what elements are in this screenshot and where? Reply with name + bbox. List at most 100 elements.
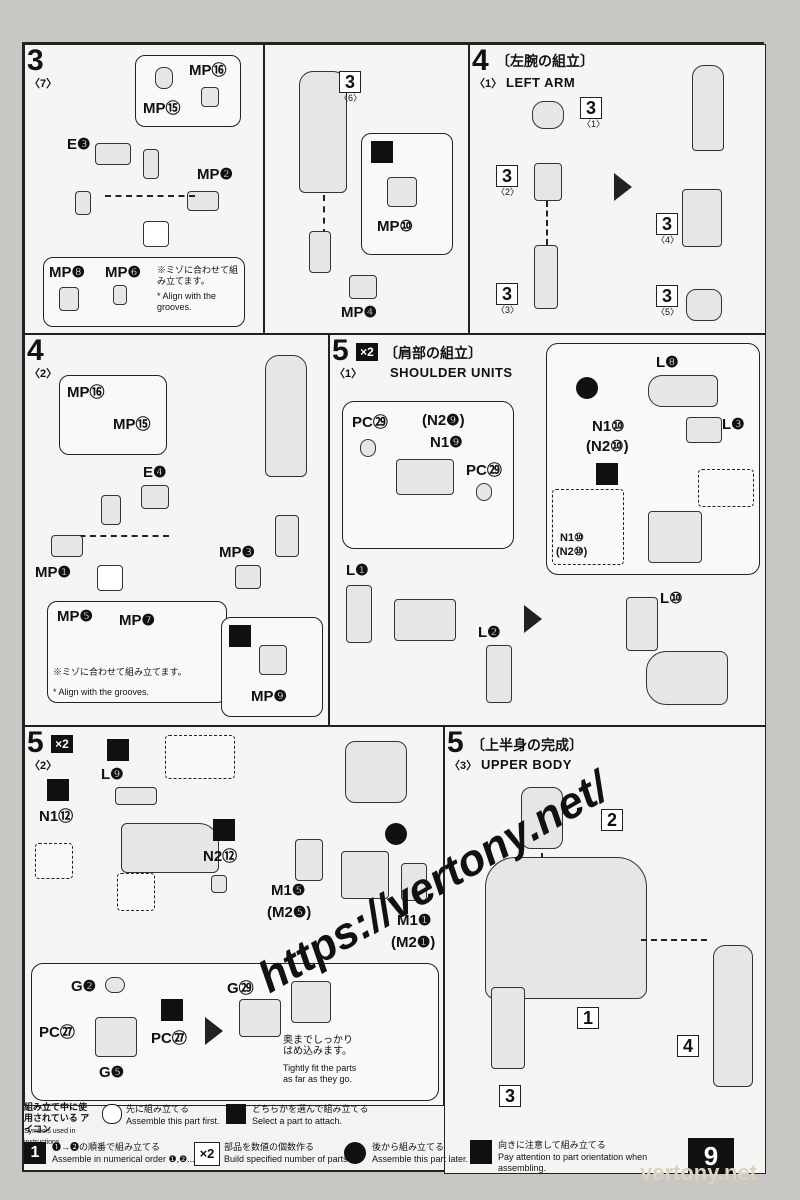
note-jp: ※ミゾに合わせて組み立てます。 [157,265,239,286]
box-3-5-sub: 〈5〉 [656,307,680,317]
select-icon [229,625,251,647]
step-title-en: UPPER BODY [481,757,572,772]
x2-badge: ×2 [51,735,73,753]
detail-inset [165,735,235,779]
label-mp6: MP❻ [105,264,141,281]
part-l2 [486,645,512,703]
part-g2 [105,977,125,993]
label-mp16: MP⑯ [189,62,227,79]
label-l10: L⑩ [660,590,683,607]
next-arrow [205,1017,223,1045]
step-sub: 〈7〉 [29,78,58,90]
part-l9 [115,787,157,805]
part-mp2 [187,191,219,211]
part-armor [682,189,722,247]
part-torso [485,857,647,999]
label-mp10: MP⑩ [377,218,413,235]
label-m11: M1❶ [397,912,432,929]
tight-note-en: Tightly fit the parts as far as they go. [283,1063,357,1084]
panel-step5-3: 5 〔上半身の完成〕 〈3〉 UPPER BODY 2 1 3 4 [444,726,766,1174]
assemble-later-icon [576,377,598,399]
panel-step5-1: 5 ×2 〔肩部の組立〕 〈1〉 SHOULDER UNITS PC㉙ (N2❾… [329,334,766,726]
legend-i2-jp: どちらかを選んで組み立てる [252,1104,369,1114]
orientation-icon [596,463,618,485]
legend-i4-jp: 部品を数値の個数作る [224,1142,315,1152]
step-sub: 〈2〉 [29,368,58,380]
part-leg-torso [265,355,307,477]
detail-inset-2 [698,469,754,507]
detail-bubble [342,401,514,549]
step-number: 4 [27,334,44,367]
box-2: 2 [601,809,623,831]
label-mp2: MP❷ [197,166,233,183]
legend-i2-en: Select a part to attach. [252,1116,343,1126]
part-pc29 [360,439,376,457]
dash-down [546,201,548,245]
part-fist [235,565,261,589]
note-en: * Align with the grooves. [157,291,217,312]
label-mp16: MP⑯ [67,384,105,401]
label-n210: (N2⑩) [586,438,629,455]
step-sub: 〈1〉 [474,78,503,90]
label-mp3: MP❸ [219,544,255,561]
part-frame [394,599,456,641]
tight-note-jp: 奥までしっかり はめ込みます。 [283,1035,353,1057]
orientation-icon [470,1140,492,1164]
part-fist [349,275,377,299]
x2-badge: ×2 [356,343,378,361]
box-3-1-sub: 〈1〉 [582,119,606,129]
box-3-5: 3 [656,285,678,307]
numerical-order-icon: 1 [24,1142,46,1164]
legend-i1-jp: 先に組み立てる [126,1104,190,1114]
label-g5: G❺ [99,1064,125,1081]
panel-step4-1: 4 〔左腕の組立〕 〈1〉 LEFT ARM 3 〈1〉 3 〈2〉 3 〈3〉… [469,44,766,334]
label-mp7: MP❼ [119,612,155,629]
page-number: 9 [688,1138,734,1174]
part-square [97,565,123,591]
watermark-corner: vertony.net [640,1160,757,1185]
part-forearm [534,245,558,309]
box-3-4-sub: 〈4〉 [656,235,680,245]
part-joint [101,495,121,525]
part-l1 [346,585,372,643]
part-arm-assembled [692,65,724,151]
part-hand-open [259,645,287,675]
note-jp: ※ミゾに合わせて組み立てます。 [53,667,187,677]
detail-bubble-2 [47,601,227,703]
orientation-icon-2 [47,779,69,801]
panel-step3-7: 3 〈7〉 MP⑯ MP⑮ E❸ MP❷ MP❽ MP❻ ※ミゾに合わせて組み立… [24,44,264,334]
next-arrow [524,605,542,633]
select-icon [371,141,393,163]
label-l9: L❾ [101,766,124,783]
part-head [521,787,563,849]
detail-inset-2 [35,843,73,879]
legend-i6-jp: 向きに注意して組み立てる [498,1140,606,1150]
label-m15: M1❺ [271,882,306,899]
label-n19: N1❾ [430,434,463,451]
legend-i5-en: Assemble this part later. [372,1154,469,1164]
label-pc29: PC㉙ [352,414,388,431]
part-mp1 [51,535,83,557]
part-l3 [686,417,722,443]
part-g29 [239,999,281,1037]
legend-i1-en: Assemble this part first. [126,1116,220,1126]
part-core [341,851,389,899]
part-right-arm [713,945,753,1087]
detail-inset [552,489,624,565]
box-3-2-sub: 〈2〉 [496,187,520,197]
orientation-icon [107,739,129,761]
detail-bubble [135,55,241,127]
label-m21: (M2❶) [391,934,436,951]
part-elbow [686,289,722,321]
step-sub: 〈3〉 [449,760,478,772]
step-number: 5 [332,334,349,367]
assemble-later-icon [385,823,407,845]
part-upper-arm [275,515,299,557]
icon-legend: 組み立て中に使用されている アイコン Symbols used in instr… [22,1100,742,1173]
legend-title-jp: 組み立て中に使用されている アイコン [24,1102,90,1134]
step-number: 3 [27,44,44,77]
label-pc27b: PC㉗ [151,1030,187,1047]
part-n212 [211,875,227,893]
part-n19 [396,459,454,495]
step-title-jp: 〔左腕の組立〕 [496,53,594,69]
